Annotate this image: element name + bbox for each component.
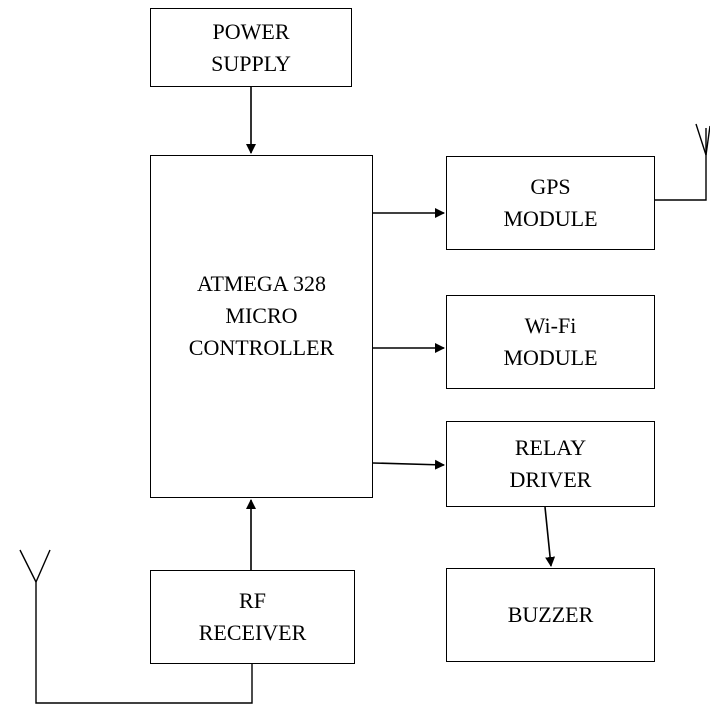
buzzer-block: BUZZER (446, 568, 655, 662)
gps-module-block: GPS MODULE (446, 156, 655, 250)
wifi-module-label-line-2: MODULE (503, 345, 598, 370)
wifi-module-label-line-1: Wi-Fi (524, 313, 577, 338)
microcontroller-block: ATMEGA 328 MICRO CONTROLLER (150, 155, 373, 498)
arrow-mcu-to-relay (372, 459, 445, 470)
relay-driver-label-line-2: DRIVER (509, 467, 592, 492)
power-supply-label-line-1: POWER (212, 18, 290, 44)
relay-driver-label-line-1: RELAY (514, 435, 587, 460)
buzzer-label: BUZZER (507, 602, 594, 627)
rf-receiver-label-line-1: RF (239, 588, 266, 613)
rf-receiver-block: RF RECEIVER (150, 570, 355, 664)
gps-module-label-line-1: GPS (530, 174, 571, 199)
power-supply-block: POWER SUPPLY (150, 8, 352, 87)
microcontroller-label-line-3: CONTROLLER (188, 334, 335, 360)
gps-antenna-icon (655, 123, 710, 201)
arrow-relay-to-buzzer (544, 506, 556, 567)
microcontroller-label-line-1: ATMEGA 328 (197, 270, 326, 296)
rf-receiver-label-line-2: RECEIVER (198, 620, 307, 645)
gps-module-label-line-2: MODULE (503, 206, 598, 231)
rf-antenna-icon (19, 549, 253, 704)
relay-driver-block: RELAY DRIVER (446, 421, 655, 507)
wifi-module-block: Wi-Fi MODULE (446, 295, 655, 389)
power-supply-label-line-2: SUPPLY (211, 50, 291, 76)
microcontroller-label-line-2: MICRO (225, 302, 298, 328)
